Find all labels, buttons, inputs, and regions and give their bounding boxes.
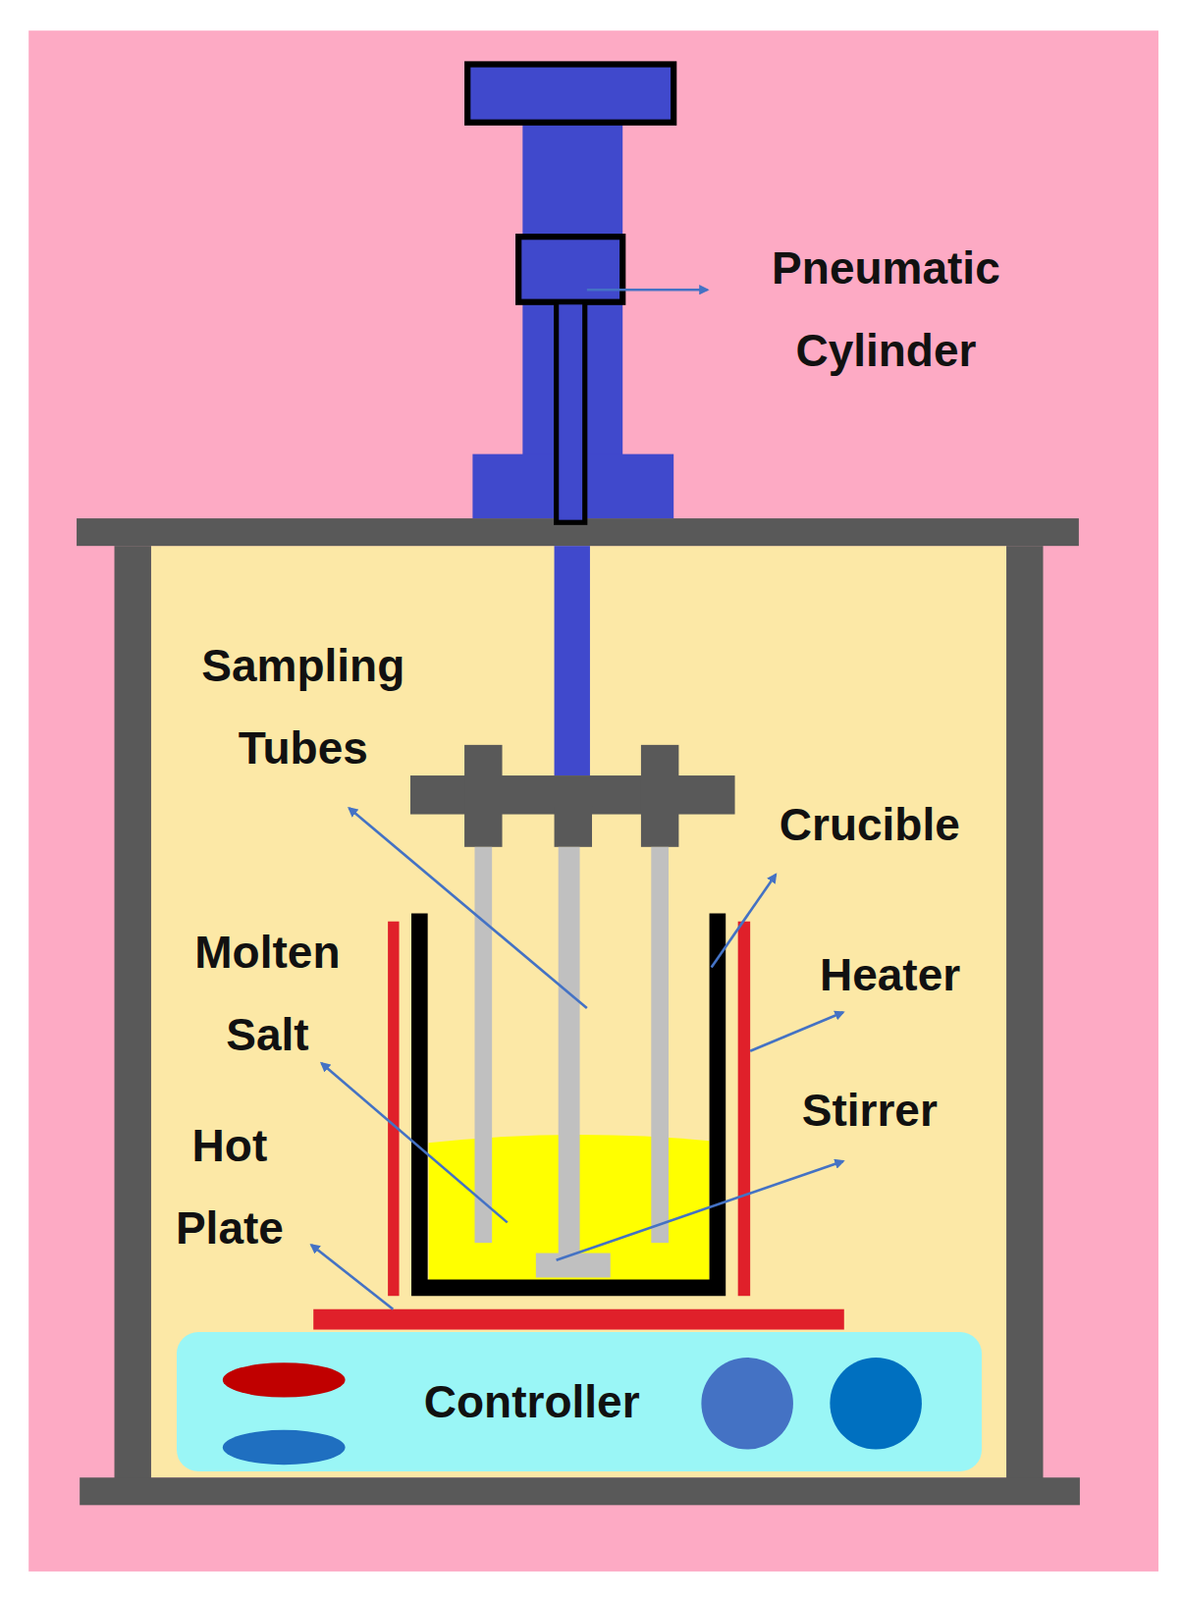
- cylinder-cap: [467, 63, 674, 122]
- shaft: [554, 545, 591, 776]
- tube-clamp: [554, 806, 592, 848]
- sampling-tube: [650, 847, 669, 1243]
- controller-box: Controller: [176, 1332, 982, 1472]
- tube-clamp: [641, 745, 679, 848]
- sampling-tube: [474, 847, 492, 1243]
- leader-lines: [311, 289, 844, 1310]
- stirrer: [536, 1253, 611, 1279]
- part-label: Molten Salt: [168, 911, 366, 1076]
- hot-plate: [313, 1309, 845, 1331]
- part-label: Stirrer: [742, 1069, 998, 1152]
- part-label: Crucible: [722, 783, 1018, 866]
- part-label: Heater: [762, 933, 1019, 1017]
- control-knob: [222, 1430, 346, 1465]
- piston: [518, 236, 623, 303]
- background: [28, 30, 1159, 1572]
- frame-post: [114, 545, 152, 1480]
- control-knob: [222, 1362, 346, 1398]
- piston-rod: [556, 302, 586, 524]
- control-knob: [829, 1357, 922, 1451]
- node-text: Controller: [424, 1374, 641, 1430]
- tube-clamp: [464, 745, 502, 848]
- chamber-interior: [151, 545, 1007, 1478]
- frame-post: [1006, 545, 1043, 1480]
- heater: [387, 921, 399, 1297]
- part-label: Hot Plate: [156, 1104, 304, 1270]
- part-label: Pneumatic Cylinder: [723, 226, 1048, 392]
- part-label: Sampling Tubes: [165, 624, 441, 790]
- frame-base: [79, 1477, 1080, 1506]
- sampling-tube: [558, 847, 581, 1261]
- control-knob: [700, 1357, 794, 1451]
- heater: [738, 921, 751, 1297]
- crucible: [419, 913, 718, 1289]
